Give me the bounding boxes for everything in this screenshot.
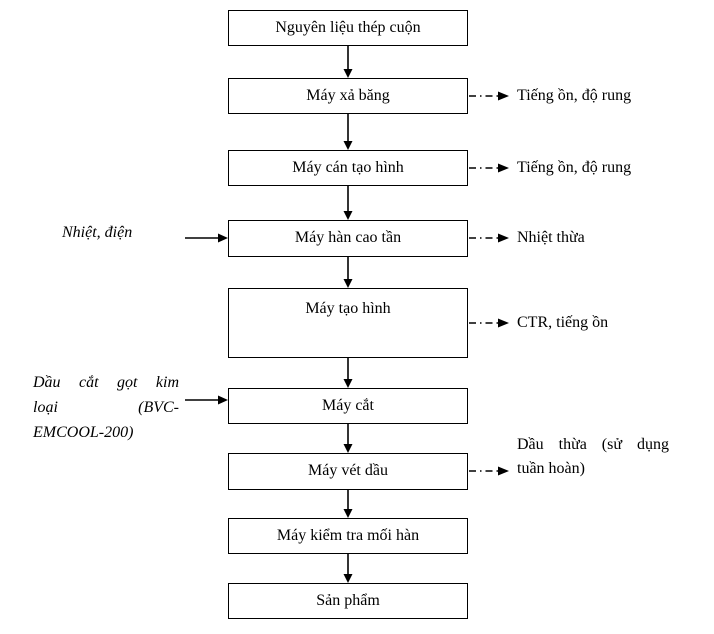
node-label: Máy xả băng <box>306 86 390 104</box>
node-may-tao-hinh: Máy tạo hình <box>228 288 468 358</box>
node-label: Máy tạo hình <box>305 300 391 317</box>
node-may-xa-bang: Máy xả băng <box>228 78 468 114</box>
output-label-nhiet-thua: Nhiệt thừa <box>517 229 585 246</box>
node-label: Máy kiểm tra mối hàn <box>276 526 420 544</box>
output-label-dau-thua: Dầu thừa (sử dụng tuần hoàn) <box>517 433 669 481</box>
node-label: Máy cắt <box>322 396 374 414</box>
input-label-line: EMCOOL-200) <box>33 424 134 441</box>
node-label: Máy cán tạo hình <box>292 158 404 176</box>
input-label-nhiet-dien: Nhiệt, điện <box>62 224 133 241</box>
node-may-can-tao-hinh: Máy cán tạo hình <box>228 150 468 186</box>
node-nguyen-lieu-thep-cuon: Nguyên liệu thép cuộn <box>228 10 468 46</box>
node-label: Máy hàn cao tần <box>294 229 402 247</box>
node-may-kiem-tra-moi-han: Máy kiểm tra mối hàn <box>228 518 468 554</box>
input-label-line: Dầu cắt gọt kim <box>33 374 179 391</box>
output-label-ctr-tieng-on: CTR, tiếng ồn <box>517 314 609 331</box>
output-label-tieng-on-2: Tiếng ồn, độ rung <box>517 159 632 176</box>
node-may-han-cao-tan: Máy hàn cao tần <box>228 220 468 257</box>
node-label: Nguyên liệu thép cuộn <box>275 18 421 36</box>
node-may-cat: Máy cắt <box>228 388 468 424</box>
input-arrows <box>185 233 228 405</box>
node-label: Máy vét dầu <box>308 462 388 480</box>
node-label: Sản phẩm <box>316 591 380 609</box>
emission-arrows <box>469 91 509 476</box>
input-label-dau-cat-got: Dầu cắt gọt kim loại (BVC- EMCOOL-200) <box>33 370 179 445</box>
node-may-vet-dau: Máy vét dầu <box>228 453 468 490</box>
output-label-line: tuần hoàn) <box>517 460 585 477</box>
output-label-tieng-on-1: Tiếng ồn, độ rung <box>517 87 632 104</box>
node-san-pham: Sản phẩm <box>228 583 468 619</box>
input-label-line: loại (BVC- <box>33 399 179 416</box>
output-label-line: Dầu thừa (sử dụng <box>517 436 669 453</box>
